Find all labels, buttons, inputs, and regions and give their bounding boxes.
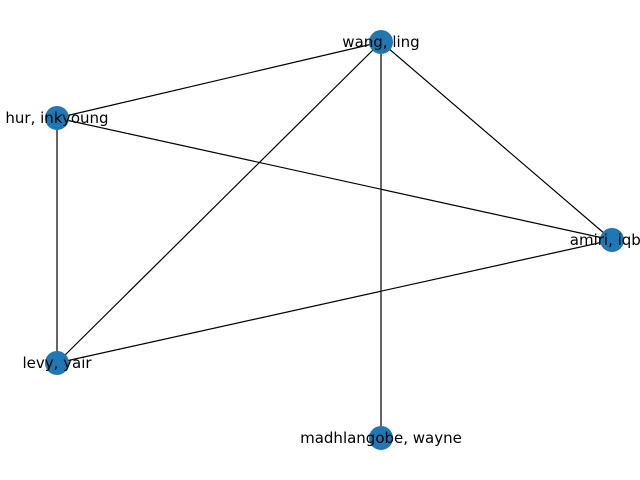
edges-layer [56, 41, 613, 438]
node-hur [45, 106, 69, 130]
edge-hur-amiri [56, 117, 613, 241]
node-levy [45, 351, 69, 375]
nodes-layer [45, 30, 624, 450]
labels-layer: wang, ling hur, inkyoung amiri, iqbal levy,… [5, 33, 640, 447]
edge-wang-amiri [380, 41, 613, 241]
edge-wang-hur [56, 41, 382, 119]
node-label-amiri: amiri, iqbal [570, 231, 640, 249]
node-label-levy: levy, yair [22, 354, 92, 372]
edge-wang-levy [56, 41, 382, 364]
node-madhlangobe [369, 426, 393, 450]
node-label-hur: hur, inkyoung [5, 109, 108, 127]
edge-levy-amiri [56, 239, 613, 364]
node-amiri [600, 228, 624, 252]
node-label-wang: wang, ling [342, 33, 419, 51]
node-wang [369, 30, 393, 54]
node-label-madhlangobe: madhlangobe, wayne [300, 429, 462, 447]
